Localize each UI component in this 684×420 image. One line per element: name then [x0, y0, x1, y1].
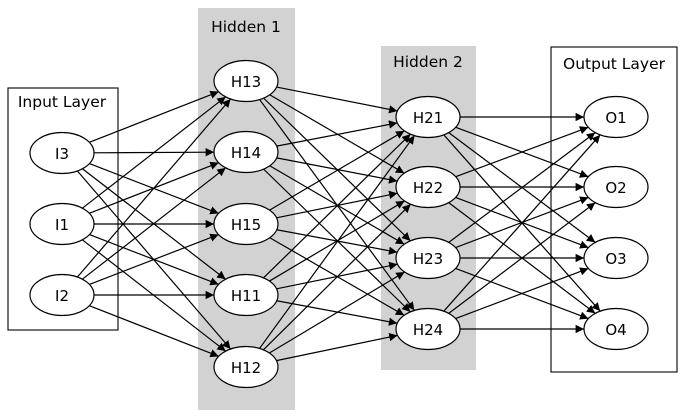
node-O3 — [583, 236, 649, 280]
edge-H14-H21 — [276, 120, 398, 147]
edge-H12-H22 — [262, 203, 412, 351]
node-label-O1: O1 — [605, 109, 626, 127]
node-H15 — [213, 202, 279, 246]
edge-H13-H21 — [276, 86, 398, 114]
node-H22 — [395, 165, 461, 209]
edge-H14-H22 — [276, 157, 398, 184]
node-label-I1: I1 — [55, 216, 69, 234]
node-label-O2: O2 — [605, 179, 626, 197]
edge-H23-O1 — [448, 132, 596, 243]
node-label-H23: H23 — [413, 250, 443, 268]
node-O2 — [583, 165, 649, 209]
edge-H22-O1 — [455, 126, 589, 178]
node-H23 — [395, 236, 461, 280]
node-H12 — [213, 345, 279, 389]
node-I2 — [29, 273, 95, 317]
node-I1 — [29, 202, 95, 246]
node-H11 — [213, 273, 279, 317]
edge-H24-O1 — [443, 134, 601, 312]
layer-label-input: Input Layer — [18, 93, 107, 111]
node-H21 — [395, 95, 461, 139]
edge-H12-H21 — [259, 135, 415, 349]
edge-H15-H21 — [269, 130, 405, 211]
edge-H11-H21 — [263, 133, 411, 279]
edge-H12-H23 — [269, 271, 405, 354]
node-label-I2: I2 — [55, 287, 69, 305]
edge-H24-O3 — [455, 267, 589, 320]
node-H24 — [395, 307, 461, 351]
edge-I2-H13 — [76, 98, 232, 278]
layer-label-hidden2: Hidden 2 — [393, 53, 463, 71]
edge-I1-H13 — [81, 96, 227, 209]
node-H14 — [213, 130, 279, 174]
node-O4 — [583, 307, 649, 351]
edge-I2-H14 — [81, 167, 227, 280]
node-label-H12: H12 — [231, 359, 261, 377]
node-label-H13: H13 — [231, 73, 261, 91]
node-O1 — [583, 95, 649, 139]
edge-I3-H13 — [89, 90, 219, 143]
node-label-O4: O4 — [605, 321, 626, 339]
node-label-H14: H14 — [231, 144, 261, 162]
node-label-H21: H21 — [413, 109, 443, 127]
edge-I2-H15 — [89, 233, 219, 285]
node-I3 — [29, 131, 95, 175]
node-label-O3: O3 — [605, 250, 626, 268]
node-label-H22: H22 — [413, 179, 443, 197]
edge-H24-O2 — [448, 202, 596, 314]
node-label-H24: H24 — [413, 321, 443, 339]
layer-label-hidden1: Hidden 1 — [211, 18, 281, 36]
node-label-I3: I3 — [55, 145, 69, 163]
node-H13 — [213, 59, 279, 103]
node-label-H11: H11 — [231, 287, 261, 305]
layer-label-output: Output Layer — [563, 55, 666, 73]
node-label-H15: H15 — [231, 216, 261, 234]
edge-I2-H12 — [89, 305, 219, 358]
edges-group — [76, 86, 601, 362]
labels-group: Input Layer Hidden 1 Hidden 2 Output Layer — [18, 18, 666, 111]
edge-H12-H24 — [276, 332, 398, 362]
